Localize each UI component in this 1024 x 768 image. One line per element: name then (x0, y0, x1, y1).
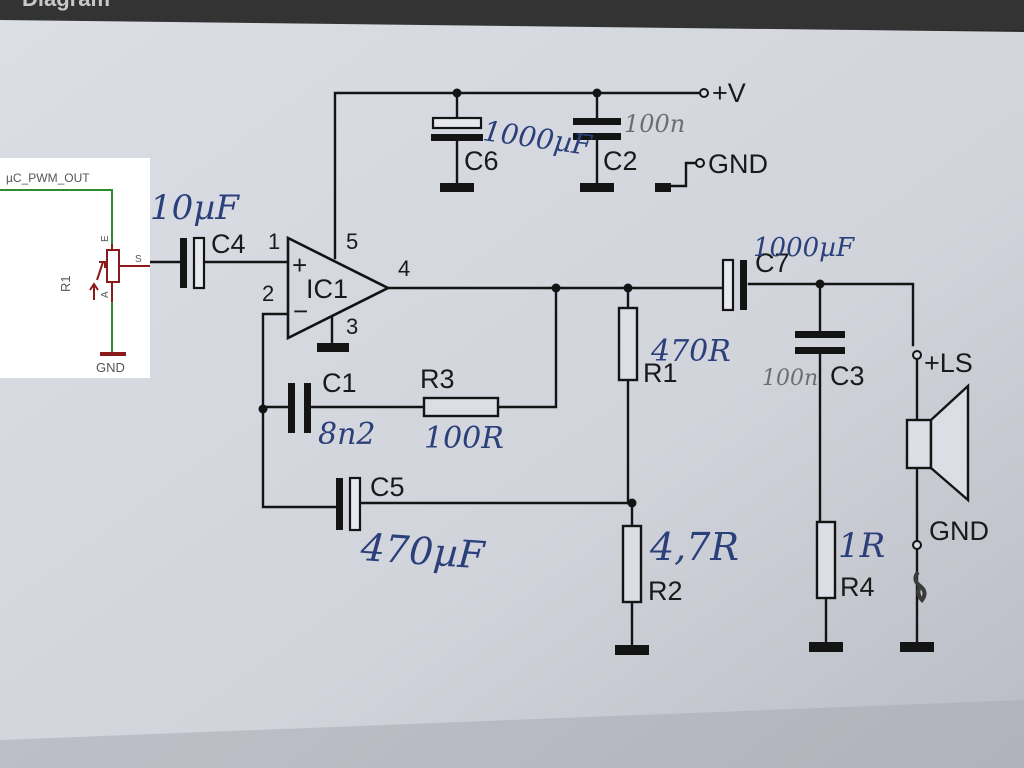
value-c1: 8n2 (318, 417, 376, 452)
value-c4: 10µF (150, 188, 240, 228)
inset-arrow-up (89, 282, 99, 300)
opamp-minus-sign: − (293, 296, 308, 326)
label-c4: C4 (211, 229, 246, 259)
value-c7: 1000µF (753, 233, 855, 263)
label-c7: C7 (755, 248, 790, 278)
pin-4-label: 4 (398, 256, 410, 281)
capacitor-c5 (336, 476, 362, 532)
value-c2: 100n (624, 110, 685, 138)
value-r1: 470R (650, 334, 731, 369)
label-r3: R3 (420, 364, 455, 394)
label-c5: C5 (370, 472, 405, 502)
resistor-r2 (621, 524, 643, 604)
resistor-r1 (617, 306, 639, 382)
label-c3: C3 (830, 361, 865, 391)
inset-pin-s: S (135, 254, 142, 265)
capacitor-c1 (288, 383, 311, 433)
inset-pin-e: E (100, 235, 111, 242)
scribble-mark (913, 570, 927, 604)
value-c3: 100n (762, 366, 818, 391)
wire-gnd-symbol (663, 161, 702, 188)
value-r3: 100R (424, 421, 504, 456)
label-plus-ls: +LS (924, 348, 973, 378)
inset-part-name: R1 (58, 275, 73, 292)
inset-trimmer-arrow (96, 261, 106, 281)
inset-gnd-label: GND (96, 360, 125, 375)
capacitor-c6 (431, 116, 483, 141)
value-r2: 4,7R (649, 525, 739, 569)
value-r4: 1R (838, 526, 885, 566)
wire-r3-to-out (496, 284, 558, 409)
paper-sheet (0, 20, 1024, 768)
capacitor-c7 (721, 258, 747, 312)
pin-3-label: 3 (346, 314, 358, 339)
capacitor-c2 (573, 118, 621, 140)
opamp-plus-sign: + (292, 250, 307, 280)
ground-bars (317, 183, 934, 655)
terminals (695, 88, 922, 550)
capacitor-c3 (795, 331, 845, 354)
loudspeaker (905, 383, 970, 503)
junctions (258, 88, 825, 508)
wire-supply-rail (333, 91, 706, 260)
label-r1: R1 (643, 358, 678, 388)
pin-1-label: 1 (268, 229, 280, 254)
value-c5: 470µF (358, 525, 487, 578)
inset-pin-a: A (100, 291, 111, 298)
label-c6: C6 (464, 146, 499, 176)
header-title: Diagram (22, 0, 110, 11)
label-r2: R2 (648, 576, 683, 606)
resistor-r3 (422, 396, 500, 418)
capacitor-c4 (180, 236, 206, 290)
resistor-r4 (815, 520, 837, 600)
opamp-ic1 (286, 235, 391, 341)
label-gnd-ls: GND (929, 516, 989, 546)
inset-gnd-bar (100, 352, 126, 356)
inset-net-label: µC_PWM_OUT (6, 171, 90, 185)
pin-5-label: 5 (346, 229, 358, 254)
label-c2: C2 (603, 146, 638, 176)
pin-2-label: 2 (262, 281, 274, 306)
inset-green-wire-top (0, 189, 113, 244)
label-ic1: IC1 (306, 274, 348, 304)
inset-trimmer-body (106, 249, 120, 283)
label-gnd-top: GND (708, 149, 768, 179)
label-plus-v: +V (712, 78, 746, 108)
label-r4: R4 (840, 572, 875, 602)
label-c1: C1 (322, 368, 357, 398)
eagle-inset: µC_PWM_OUT R1 E A S GND (0, 158, 150, 378)
